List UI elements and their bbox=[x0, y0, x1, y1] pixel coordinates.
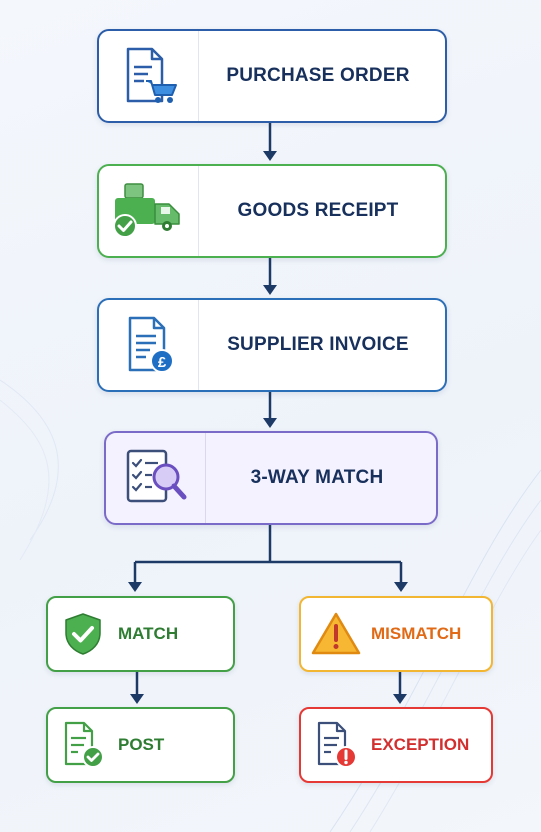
goods-receipt-step: GOODS RECEIPT bbox=[97, 164, 447, 258]
arrowhead bbox=[130, 694, 144, 704]
arrowhead bbox=[128, 582, 142, 592]
checklist-magnifier-icon bbox=[126, 449, 186, 503]
shield-check-icon bbox=[65, 613, 101, 655]
invoice-pound-icon: £ bbox=[128, 316, 174, 373]
mismatch-label: MISMATCH bbox=[371, 624, 462, 643]
goods-receipt-label: GOODS RECEIPT bbox=[237, 200, 399, 221]
mismatch-outcome: MISMATCH bbox=[299, 596, 493, 672]
post-label: POST bbox=[118, 735, 165, 754]
document-error-icon bbox=[317, 721, 357, 768]
supplier-invoice-label: SUPPLIER INVOICE bbox=[227, 334, 409, 355]
match-label: MATCH bbox=[118, 624, 179, 643]
supplier-invoice-step: £ SUPPLIER INVOICE bbox=[97, 298, 447, 392]
exception-label: EXCEPTION bbox=[371, 735, 470, 754]
arrowhead bbox=[263, 418, 277, 428]
arrowhead bbox=[263, 151, 277, 161]
document-cart-icon bbox=[126, 47, 177, 103]
svg-text:£: £ bbox=[157, 354, 166, 371]
purchase-order-step: PURCHASE ORDER bbox=[97, 29, 447, 123]
document-check-icon bbox=[64, 721, 104, 768]
arrowhead bbox=[263, 285, 277, 295]
warning-triangle-icon bbox=[311, 612, 361, 655]
match-outcome: MATCH bbox=[46, 596, 235, 672]
connector-branch bbox=[133, 525, 403, 583]
delivery-truck-check-icon bbox=[112, 183, 180, 238]
arrowhead bbox=[394, 582, 408, 592]
arrowhead bbox=[393, 694, 407, 704]
three-way-match-label: 3-WAY MATCH bbox=[250, 467, 384, 488]
exception-outcome: EXCEPTION bbox=[299, 707, 493, 783]
purchase-order-label: PURCHASE ORDER bbox=[226, 65, 410, 86]
post-outcome: POST bbox=[46, 707, 235, 783]
three-way-match-step: 3-WAY MATCH bbox=[104, 431, 438, 525]
